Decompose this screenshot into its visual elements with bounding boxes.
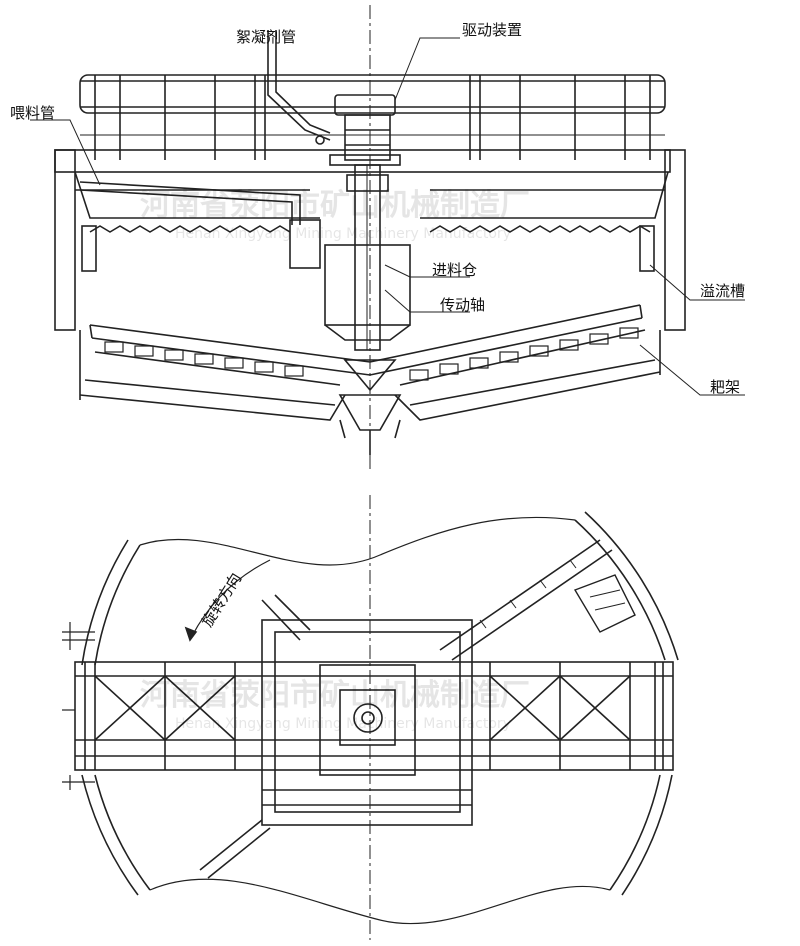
elevation-view xyxy=(30,5,745,470)
label-feed-well: 进料仓 xyxy=(432,261,477,279)
label-drive-unit: 驱动装置 xyxy=(462,21,522,39)
central-platform xyxy=(261,619,473,826)
label-rotation-direction: 旋转方向 xyxy=(198,570,245,630)
drive-unit xyxy=(329,94,401,166)
label-overflow-trough: 溢流槽 xyxy=(700,282,745,300)
label-feed-pipe: 喂料管 xyxy=(10,104,55,122)
label-drive-shaft: 传动轴 xyxy=(440,296,485,314)
tank-outline xyxy=(81,511,679,925)
side-attachments xyxy=(62,622,95,790)
watermark-en-bottom: Henan Xingyang Mining Machinery Manufact… xyxy=(175,716,511,732)
rake-arms-plan xyxy=(199,539,636,879)
drive-shaft xyxy=(346,164,389,351)
tank-body xyxy=(54,149,686,421)
watermarks: 河南省荥阳市矿山机械制造厂 Henan Xingyang Mining Mach… xyxy=(140,188,530,732)
plan-view xyxy=(62,495,679,940)
watermark-cn-top: 河南省荥阳市矿山机械制造厂 xyxy=(140,188,530,223)
bridge-truss xyxy=(74,661,674,771)
label-rake-frame: 耙架 xyxy=(710,378,740,396)
flocculant-pipe xyxy=(267,30,331,145)
label-flocculant-pipe: 絮凝剂管 xyxy=(236,28,296,46)
bridge-railing xyxy=(79,74,666,160)
rake-frame xyxy=(89,304,646,455)
leaders-top xyxy=(30,37,745,396)
feed-pipe xyxy=(79,181,301,225)
rotation-arrow xyxy=(184,559,271,642)
watermark-en-top: Henan Xingyang Mining Machinery Manufact… xyxy=(175,226,511,242)
watermark-cn-bottom: 河南省荥阳市矿山机械制造厂 xyxy=(140,678,530,713)
